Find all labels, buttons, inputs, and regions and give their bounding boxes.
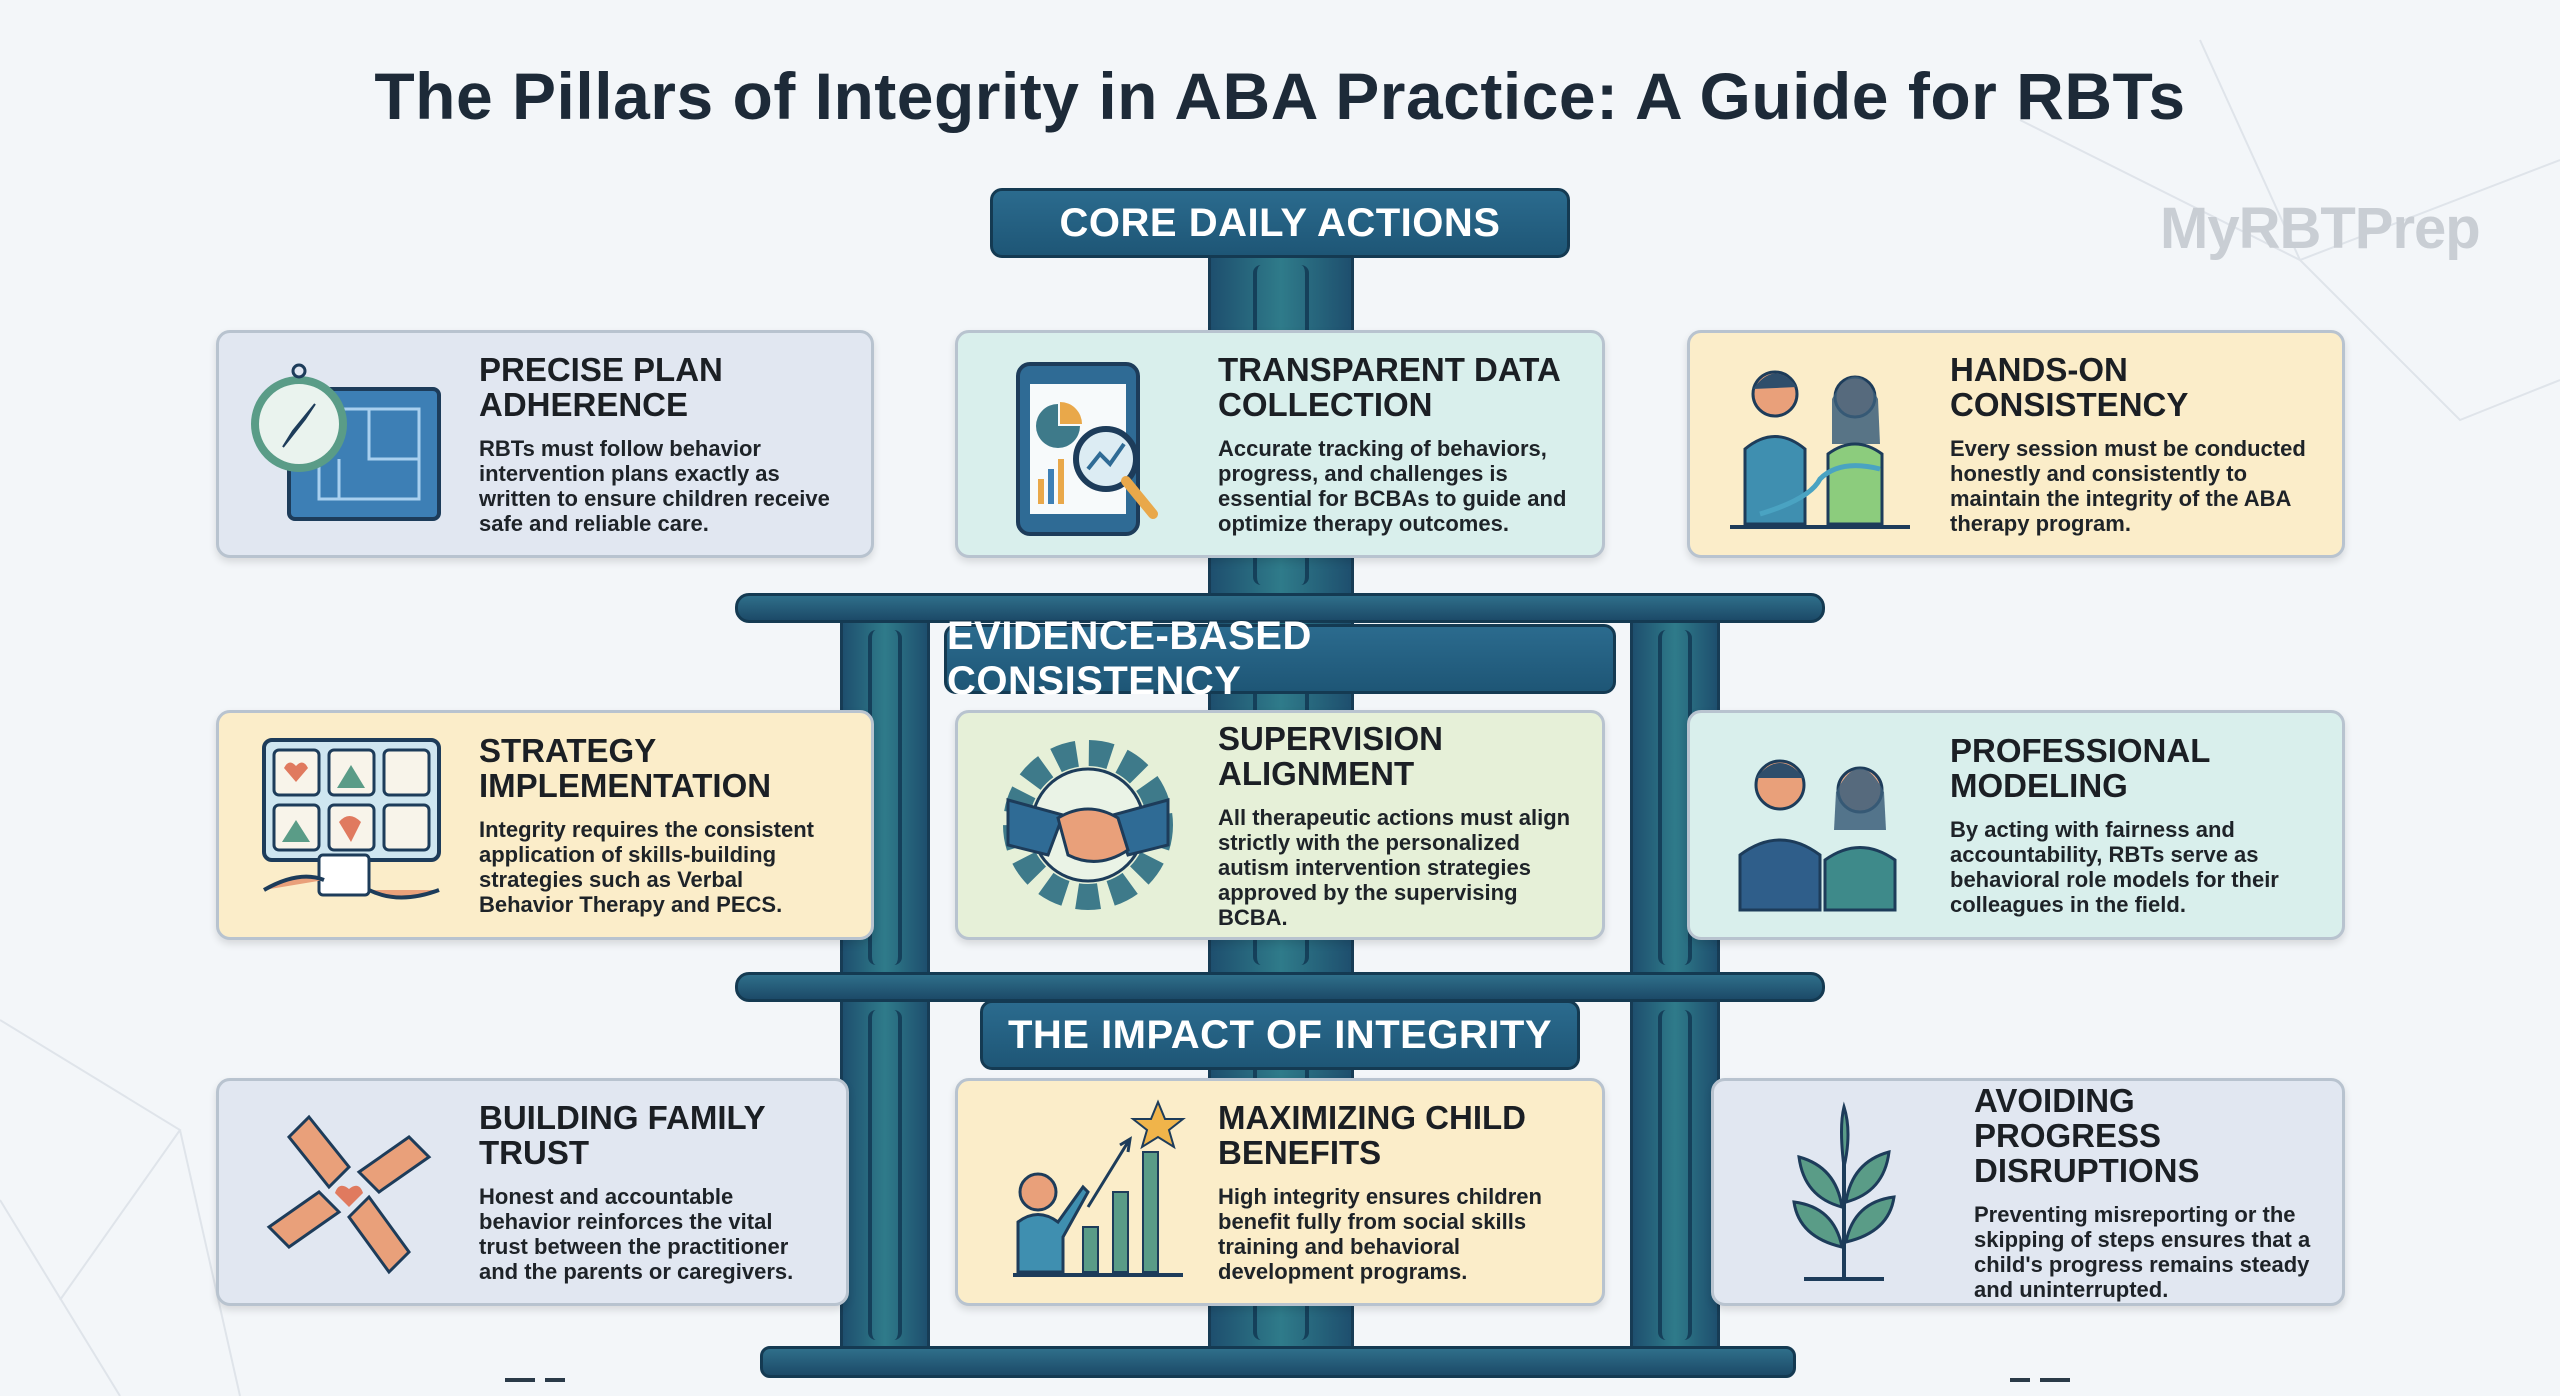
therapist-child-icon bbox=[1730, 370, 1910, 529]
pillar-column-right-bottom bbox=[1630, 1000, 1720, 1350]
gear-handshake-icon bbox=[1003, 740, 1173, 910]
joined-hands-heart-icon bbox=[266, 1114, 432, 1275]
card-supervision-alignment: Supervision Alignment All therapeutic ac… bbox=[955, 710, 1605, 940]
picture-cards-icon bbox=[262, 738, 441, 900]
card-title: Hands-On Consistency bbox=[1950, 351, 2189, 423]
card-text: RBTs must follow behavior intervention p… bbox=[479, 436, 830, 536]
base-dash-left-2 bbox=[545, 1378, 565, 1382]
card-strategy-implementation: Strategy Implementation Integrity requir… bbox=[216, 710, 874, 940]
professionals-icon bbox=[1738, 759, 1897, 912]
sprout-icon bbox=[1792, 1101, 1896, 1281]
card-text: By acting with fairness and accountabili… bbox=[1950, 817, 2279, 917]
tablet-chart-magnifier-icon bbox=[1016, 362, 1158, 536]
base-dash-right-2 bbox=[2040, 1378, 2070, 1382]
card-title: Professional Modeling bbox=[1950, 732, 2210, 804]
card-text: Every session must be conducted honestly… bbox=[1950, 436, 2306, 536]
card-text: All therapeutic actions must align stric… bbox=[1218, 804, 1571, 930]
card-avoiding-progress-disruptions: Avoiding Progress Disruptions Preventing… bbox=[1711, 1078, 2345, 1306]
card-text: Accurate tracking of behaviors, progress… bbox=[1218, 436, 1567, 536]
card-professional-modeling: Professional Modeling By acting with fai… bbox=[1687, 710, 2345, 940]
card-text: Honest and accountable behavior reinforc… bbox=[479, 1184, 794, 1284]
pillar-base bbox=[760, 1346, 1796, 1378]
card-title: Precise Plan Adherence bbox=[479, 351, 723, 423]
card-title: Supervision Alignment bbox=[1218, 719, 1443, 792]
card-title: Building Family Trust bbox=[479, 1099, 766, 1171]
base-dash-left bbox=[505, 1378, 535, 1382]
card-hands-on-consistency: Hands-On Consistency Every session must … bbox=[1687, 330, 2345, 558]
child-growth-chart-icon bbox=[1013, 1099, 1186, 1277]
pillar-column-left-bottom bbox=[840, 1000, 930, 1350]
pillar-crossbeam-middle bbox=[735, 972, 1825, 1002]
card-text: Integrity requires the consistent applic… bbox=[479, 817, 814, 917]
watermark-logo: MyRBTPrep bbox=[2160, 196, 2481, 261]
base-dash-right bbox=[2010, 1378, 2030, 1382]
compass-blueprint-icon bbox=[251, 363, 441, 521]
card-title: Strategy Implementation bbox=[479, 732, 772, 804]
card-building-family-trust: Building Family Trust Honest and account… bbox=[216, 1078, 849, 1306]
card-title: Maximizing Child Benefits bbox=[1218, 1099, 1526, 1171]
card-maximizing-child-benefits: Maximizing Child Benefits High integrity… bbox=[955, 1078, 1605, 1306]
card-title: Transparent Data Collection bbox=[1218, 351, 1560, 423]
card-text: Preventing misreporting or the skipping … bbox=[1974, 1201, 2311, 1302]
banner-evidence-based-consistency: EVIDENCE-BASED CONSISTENCY bbox=[944, 614, 1616, 703]
banner-impact-of-integrity: THE IMPACT OF INTEGRITY bbox=[980, 1000, 1580, 1070]
page-title: The Pillars of Integrity in ABA Practice… bbox=[374, 59, 2186, 133]
banner-core-daily-actions: CORE DAILY ACTIONS bbox=[990, 188, 1570, 258]
card-transparent-data-collection: Transparent Data Collection Accurate tra… bbox=[955, 330, 1605, 558]
card-precise-plan-adherence: Precise Plan Adherence RBTs must follow … bbox=[216, 330, 874, 558]
card-title: Avoiding Progress Disruptions bbox=[1974, 1081, 2200, 1189]
card-text: High integrity ensures children benefit … bbox=[1218, 1184, 1542, 1284]
pillar-crossbeam-top bbox=[735, 593, 1825, 623]
